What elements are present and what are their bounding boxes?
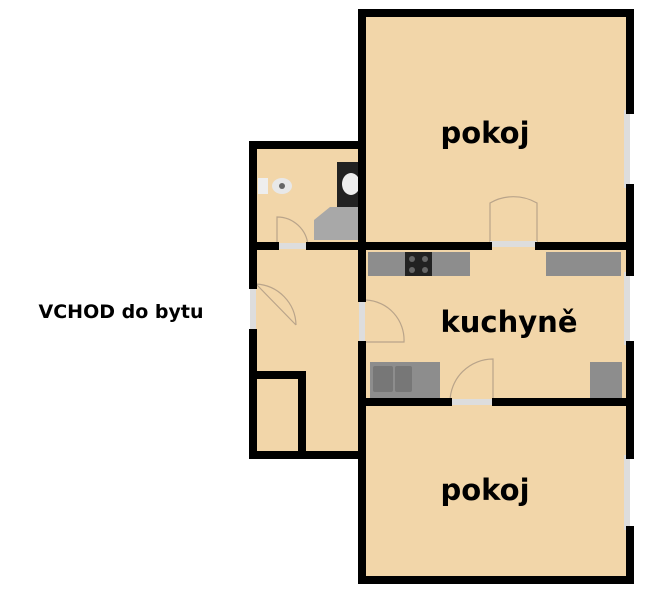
door-room-top	[489, 196, 538, 246]
door-entrance	[255, 283, 297, 326]
counter-right	[546, 252, 621, 276]
walls	[249, 9, 634, 584]
fridge	[590, 362, 622, 398]
door-room-bottom	[449, 358, 494, 403]
doors	[255, 196, 538, 403]
door-bathroom	[276, 216, 309, 247]
room-label-kitchen: kuchyně	[440, 305, 578, 339]
floor-hall	[253, 246, 362, 452]
room-label-top: pokoj	[440, 116, 530, 150]
door-kitchen	[365, 299, 405, 343]
windows	[250, 110, 630, 530]
floor-room-top	[362, 13, 627, 246]
room-label-bottom: pokoj	[440, 473, 530, 507]
stove-icon	[405, 252, 432, 276]
entrance-label: VCHOD do bytu	[38, 301, 204, 323]
sink-icon	[373, 366, 393, 392]
fixtures	[258, 162, 622, 398]
shower-icon	[314, 207, 360, 240]
floor-room-bottom	[362, 402, 627, 580]
